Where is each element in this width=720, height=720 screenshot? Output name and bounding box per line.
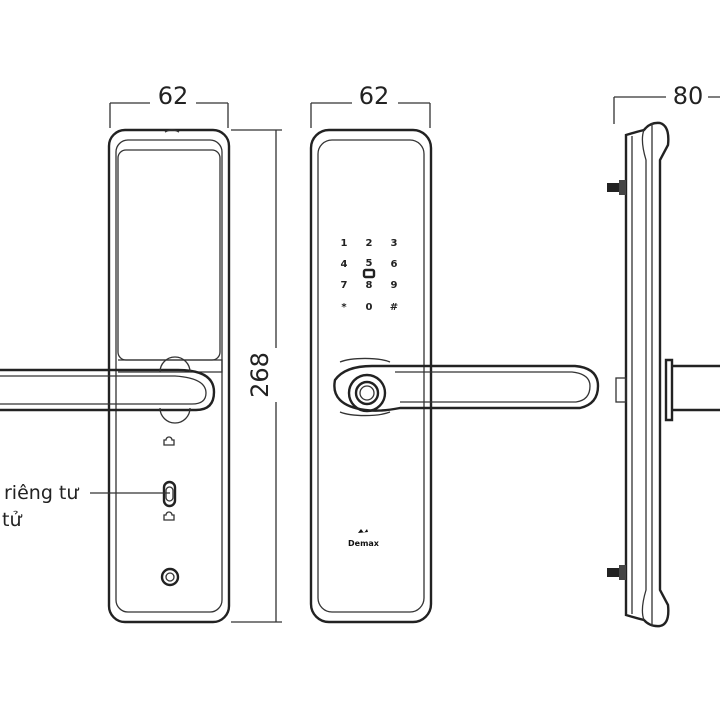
- key-star[interactable]: *: [341, 302, 347, 313]
- mounting-screw-top: [607, 183, 619, 192]
- side-handle: [672, 364, 720, 412]
- key-2[interactable]: 2: [366, 238, 373, 249]
- side-handle-rose: [664, 358, 674, 422]
- key-hash[interactable]: #: [390, 302, 398, 313]
- width-label-front: 62: [359, 82, 390, 110]
- depth-dimension-line: [613, 96, 720, 124]
- mounting-screw-bottom: [607, 568, 619, 577]
- privacy-label-line2: tử: [2, 509, 22, 531]
- height-dimension-line: [231, 129, 282, 623]
- key-8[interactable]: 8: [366, 280, 373, 291]
- privacy-switch: [162, 436, 177, 521]
- front-handle: [333, 364, 600, 412]
- fingerprint-sensor-ring: [347, 373, 387, 413]
- key-5[interactable]: 5: [366, 258, 373, 269]
- key-3[interactable]: 3: [391, 238, 398, 249]
- back-panel-view: 62 268: [0, 82, 282, 624]
- key-6[interactable]: 6: [391, 259, 398, 270]
- key-7[interactable]: 7: [341, 280, 348, 291]
- privacy-label-line1: riêng tư: [4, 482, 79, 504]
- key-0[interactable]: 0: [366, 302, 373, 313]
- back-handle: [0, 368, 216, 412]
- fingerprint-sensor[interactable]: [354, 380, 380, 406]
- lock-icon: [163, 436, 175, 446]
- width-dimension-line-back: [109, 102, 229, 128]
- keypad: 1 2 3 4 5 6 7 8 9 * 0 #: [341, 238, 399, 313]
- spindle: [615, 377, 627, 403]
- width-label-back: 62: [158, 82, 189, 110]
- front-panel-body: [309, 128, 433, 624]
- unlock-icon: [163, 511, 175, 521]
- key-cylinder: [160, 567, 180, 587]
- card-reader-icon: [362, 268, 376, 279]
- width-dimension-line-front: [310, 102, 431, 128]
- key-4[interactable]: 4: [341, 259, 348, 270]
- key-1[interactable]: 1: [341, 238, 348, 249]
- key-9[interactable]: 9: [391, 280, 398, 291]
- front-panel-view: 62 1 2 3 4 5 6 7 8 9 * 0 # Demax: [309, 82, 600, 624]
- brand-logo: Demax: [348, 529, 380, 548]
- brand-logo-text: Demax: [348, 539, 380, 548]
- depth-label: 80: [673, 82, 704, 110]
- height-label: 268: [246, 352, 274, 398]
- side-view: 80: [607, 82, 720, 628]
